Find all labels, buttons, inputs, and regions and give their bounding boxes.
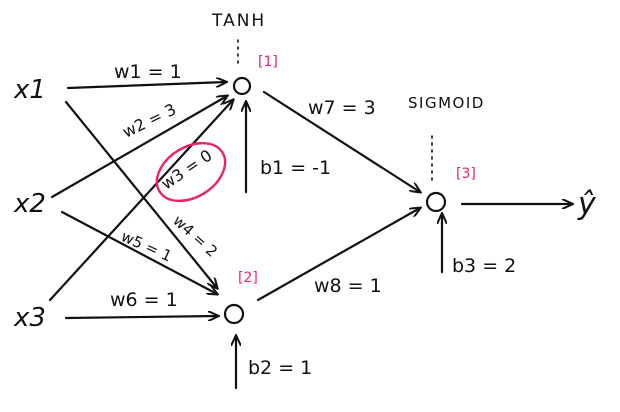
label-sigmoid: SIGMOID [408, 94, 485, 112]
weight-w5: w5 = 1 [118, 227, 174, 265]
edge-n1-n3 [262, 90, 420, 192]
node-tag-2: [2] [238, 270, 258, 286]
edge-x2-n1 [50, 96, 227, 199]
edge-x1-n2 [64, 100, 217, 288]
weight-w7: w7 = 3 [308, 97, 376, 119]
weight-w6: w6 = 1 [110, 289, 178, 311]
edge-x1-n1 [66, 82, 226, 90]
bias-b3: b3 = 2 [452, 255, 516, 277]
input-x3: x3 [13, 303, 46, 333]
edge-n2-n3 [256, 208, 420, 302]
bias-b2: b2 = 1 [248, 357, 312, 379]
weight-w4: w4 = 2 [169, 212, 221, 261]
node-1 [232, 76, 252, 96]
label-tanh: TANH [211, 11, 266, 31]
input-x2: x2 [13, 189, 46, 219]
weight-w8: w8 = 1 [314, 275, 382, 297]
node-2 [223, 303, 245, 325]
input-x1: x1 [13, 75, 46, 105]
weight-w1: w1 = 1 [114, 61, 182, 83]
weight-w3: w3 = 0 [158, 146, 216, 194]
node-tag-3: [3] [456, 166, 476, 182]
w3-highlight-ellipse [155, 141, 227, 203]
node-3 [425, 191, 447, 213]
node-tag-1: [1] [258, 54, 278, 70]
output-y-hat: ŷ [577, 187, 597, 222]
edge-x3-n2 [64, 316, 218, 318]
bias-b1: b1 = -1 [260, 157, 331, 179]
edge-x2-n2 [60, 210, 217, 294]
weight-w2: w2 = 3 [119, 100, 179, 142]
edge-x3-n1 [48, 100, 233, 302]
